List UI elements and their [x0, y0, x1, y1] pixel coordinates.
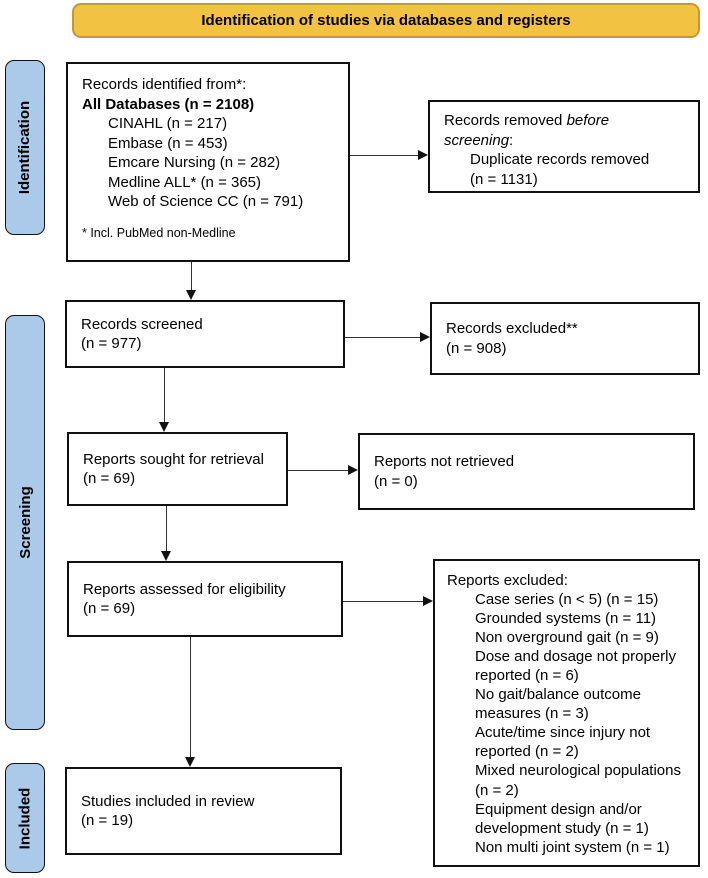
records-removed-title-colon: : — [509, 131, 514, 149]
arrow-assessed-to-included — [184, 637, 196, 767]
records-removed-title-italic: before screening — [444, 112, 610, 149]
list-item: CINAHL (n = 217) — [108, 115, 228, 132]
records-removed-title-text: Records removed — [444, 112, 567, 129]
reports-assessed-box: Reports assessed for eligibility (n = 69… — [67, 561, 343, 637]
list-item: Web of Science CC (n = 791) — [108, 193, 304, 210]
records-excluded-box: Records excluded** (n = 908) — [430, 302, 700, 375]
list-item: No gait/balance outcome measures (n = 3) — [475, 686, 641, 723]
list-item: Medline ALL* (n = 365) — [108, 173, 262, 191]
reports-assessed-label: Reports assessed for eligibility — [83, 580, 286, 598]
list-item: Grounded systems (n = 11) — [475, 610, 657, 628]
arrow-screened-to-sought — [158, 368, 170, 432]
list-item: Embase (n = 453) — [108, 134, 228, 152]
records-excluded-count: (n = 908) — [446, 339, 507, 357]
reports-sought-count: (n = 69) — [83, 470, 136, 487]
list-item: Non multi joint system (n = 1) — [475, 838, 670, 856]
records-identified-sources: CINAHL (n = 217) Embase (n = 453) Emcare N… — [82, 114, 340, 212]
arrow-identified-to-removed — [350, 149, 428, 161]
records-screened-label: Records screened — [81, 315, 203, 333]
reports-excluded-title: Reports excluded: — [447, 572, 568, 589]
stage-screening-label: Screening — [16, 486, 34, 559]
records-excluded-label: Records excluded** — [446, 320, 578, 337]
stage-identification-label: Identification — [16, 100, 34, 195]
banner: Identification of studies via databases … — [72, 3, 700, 38]
reports-excluded-box: Reports excluded: Case series (n < 5) (n… — [433, 559, 700, 867]
banner-title: Identification of studies via databases … — [201, 12, 571, 29]
list-item: Non overground gait (n = 9) — [475, 629, 659, 647]
arrow-assessed-to-excluded — [343, 595, 433, 607]
list-item: Acute/time since injury not reported (n … — [475, 724, 651, 761]
records-removed-title: Records removed before screening: — [444, 111, 662, 150]
list-item: Duplicate records removed (n = 1131) — [470, 151, 650, 188]
arrow-screened-to-excluded — [345, 331, 430, 343]
list-item: Dose and dosage not properly reported (n… — [475, 648, 676, 685]
studies-included-count: (n = 19) — [81, 812, 134, 829]
reports-not-retrieved-label: Reports not retrieved — [374, 453, 515, 470]
reports-not-retrieved-count: (n = 0) — [374, 472, 418, 490]
records-removed-reasons: Duplicate records removed (n = 1131) — [444, 150, 662, 189]
list-item: Emcare Nursing (n = 282) — [108, 154, 281, 171]
records-removed-box: Records removed before screening: Duplic… — [428, 100, 700, 193]
reports-not-retrieved-box: Reports not retrieved (n = 0) — [358, 433, 695, 510]
arrow-sought-to-notretrieved — [288, 464, 358, 476]
list-item: Mixed neurological populations (n = 2) — [475, 762, 681, 799]
records-identified-total: All Databases (n = 2108) — [82, 95, 255, 113]
reports-sought-label: Reports sought for retrieval — [83, 450, 264, 468]
records-identified-footnote: * Incl. PubMed non-Medline — [82, 225, 236, 240]
stage-included-label: Included — [16, 787, 34, 849]
records-screened-count: (n = 977) — [81, 335, 142, 352]
list-item: Case series (n < 5) (n = 15) — [475, 591, 659, 609]
stage-included: Included — [5, 763, 45, 873]
stage-screening: Screening — [5, 315, 45, 730]
arrow-identified-to-screened — [185, 262, 197, 300]
records-identified-box: Records identified from*: All Databases … — [66, 62, 350, 262]
reports-excluded-reasons: Case series (n < 5) (n = 15)Grounded sys… — [447, 590, 690, 857]
stage-identification: Identification — [5, 60, 45, 235]
studies-included-label: Studies included in review — [81, 792, 255, 810]
reports-assessed-count: (n = 69) — [83, 600, 136, 617]
records-identified-intro: Records identified from*: — [82, 76, 247, 93]
reports-sought-box: Reports sought for retrieval (n = 69) — [67, 432, 288, 506]
studies-included-box: Studies included in review (n = 19) — [65, 767, 342, 855]
list-item: Equipment design and/or development stud… — [475, 800, 649, 837]
arrow-sought-to-assessed — [160, 506, 172, 561]
records-screened-box: Records screened (n = 977) — [65, 300, 345, 368]
